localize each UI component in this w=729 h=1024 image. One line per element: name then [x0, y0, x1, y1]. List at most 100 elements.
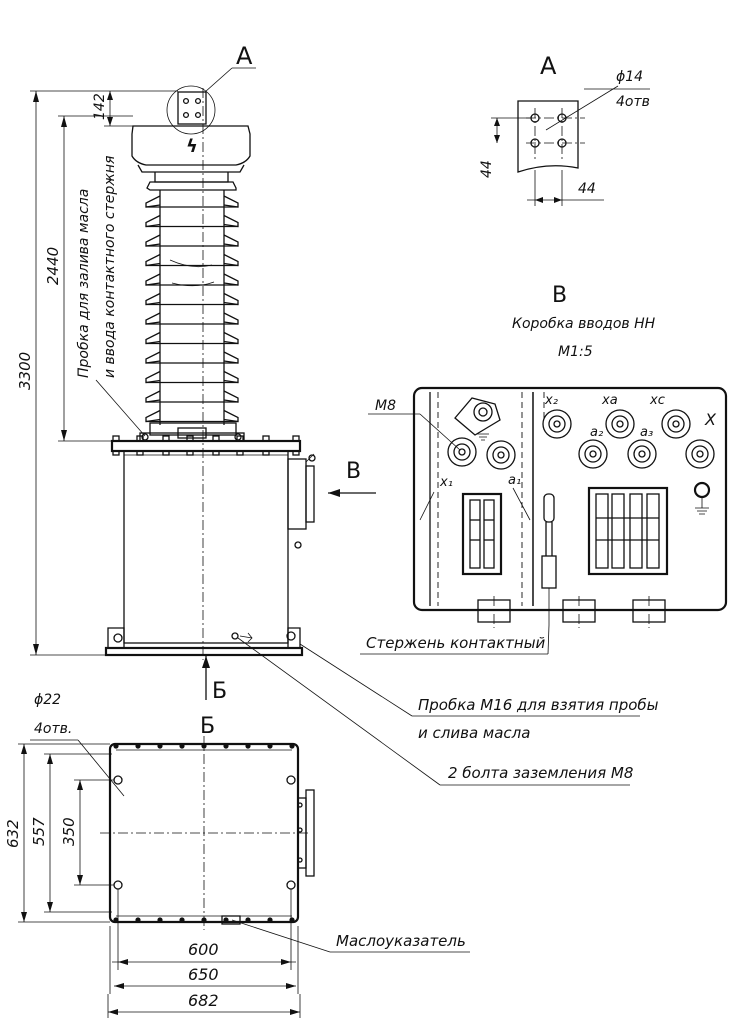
insulator-shed — [145, 370, 239, 384]
dim-682: 682 — [188, 991, 219, 1010]
insulator-shed — [145, 312, 239, 325]
oil-gauge — [221, 915, 241, 925]
insulator-shed — [145, 253, 239, 267]
callout-sample-plug-line2: и слива масла — [418, 724, 530, 742]
view-b-bottom: Б ϕ22 4отв. 632 557 — [4, 692, 315, 1018]
perimeter-bolt — [113, 743, 119, 749]
perimeter-bolt — [245, 743, 251, 749]
lv-box-side — [287, 458, 307, 530]
oil-fill-note-line2: и ввода контактного стержня — [102, 156, 118, 378]
high-voltage-icon: ϟ — [186, 136, 198, 157]
view-a-hole-diameter: ϕ14 — [616, 69, 643, 85]
perimeter-bolt — [289, 743, 295, 749]
label-xc: xс — [649, 393, 665, 408]
perimeter-bolt — [113, 917, 119, 923]
insulator-shed — [145, 195, 239, 208]
perimeter-bolt — [135, 743, 141, 749]
view-a-dim-vertical: 44 — [479, 160, 495, 178]
view-a: A ϕ14 4отв 44 44 — [479, 52, 650, 206]
label-a1: a₁ — [508, 473, 521, 488]
callout-ground-bolts: 2 болта заземления М8 — [448, 764, 633, 782]
dim-3300: 3300 — [16, 352, 34, 390]
view-b-hole-count: 4отв. — [34, 721, 72, 737]
label-a3: a₃ — [640, 425, 653, 440]
perimeter-bolt — [223, 743, 229, 749]
callout-a-label: А — [236, 42, 253, 70]
lv-terminal — [661, 409, 691, 439]
insulator-shed — [145, 292, 239, 306]
callout-oil-gauge: Маслоуказатель — [336, 932, 466, 950]
sample-plug — [231, 632, 239, 640]
perimeter-bolt — [223, 917, 229, 923]
callouts: Стержень контактный Пробка М16 для взяти… — [231, 624, 659, 953]
perimeter-bolt — [157, 917, 163, 923]
flange-bolt — [136, 435, 144, 442]
switch-left — [461, 492, 503, 576]
lv-terminal — [542, 409, 572, 439]
dim-600: 600 — [188, 940, 219, 959]
dim-632: 632 — [4, 819, 22, 848]
perimeter-bolt — [267, 743, 273, 749]
flange-bolt — [236, 435, 244, 442]
main-view: А ϟ — [16, 42, 376, 704]
ground-terminal — [693, 481, 711, 499]
insulator-shed — [145, 390, 239, 403]
flange-bolt — [262, 435, 270, 442]
dim-557: 557 — [30, 817, 48, 846]
view-b-title: Б — [200, 714, 215, 739]
lv-box — [412, 386, 728, 612]
bolt-m8-label: М8 — [375, 398, 396, 414]
view-a-title: A — [540, 52, 557, 80]
top-terminal-block — [177, 91, 207, 125]
insulator-shed — [145, 234, 239, 247]
label-a2: a₂ — [590, 425, 603, 440]
lv-terminal — [578, 439, 608, 469]
perimeter-bolt — [179, 917, 185, 923]
insulator-shed — [145, 273, 239, 286]
tank-flange — [110, 439, 302, 453]
switch-right — [587, 486, 669, 576]
view-b-hole-diameter: ϕ22 — [34, 692, 61, 708]
flange-bolt — [162, 435, 170, 442]
lv-terminal — [605, 409, 635, 439]
tank-base — [104, 646, 304, 657]
arrow-b-label: Б — [212, 679, 227, 704]
terminal-x1 — [447, 437, 477, 467]
perimeter-bolt — [157, 743, 163, 749]
label-x1: x₁ — [439, 475, 453, 490]
callout-sample-plug-line1: Пробка М16 для взятия пробы — [418, 696, 659, 714]
top-cap — [131, 125, 251, 166]
dim-650: 650 — [188, 965, 219, 984]
perimeter-bolt — [245, 917, 251, 923]
perimeter-bolt — [135, 917, 141, 923]
view-v: В Коробка вводов НН М1:5 М8 x₁ a₁ — [368, 283, 728, 628]
label-X: X — [704, 410, 717, 429]
view-v-subtitle: Коробка вводов НН — [512, 316, 656, 332]
flange-bolt — [212, 435, 220, 442]
view-a-hole-count: 4отв — [616, 94, 650, 110]
insulator — [139, 172, 245, 442]
insulator-shed — [145, 351, 239, 364]
view-v-title: В — [552, 283, 567, 308]
insulator-shed — [145, 214, 239, 228]
dim-350: 350 — [60, 817, 78, 846]
perimeter-bolt — [289, 917, 295, 923]
flange-bolt — [292, 435, 300, 442]
flange-bolt — [112, 435, 120, 442]
arrow-v-label: В — [346, 459, 361, 484]
dim-2440: 2440 — [44, 247, 62, 285]
insulator-shed — [145, 331, 239, 345]
perimeter-bolt — [267, 917, 273, 923]
view-a-dim-horizontal: 44 — [578, 181, 596, 197]
label-x2: x₂ — [544, 393, 558, 408]
view-v-scale: М1:5 — [558, 344, 593, 360]
lv-terminal — [627, 439, 657, 469]
dim-142: 142 — [92, 93, 108, 120]
callout-a-circle — [166, 85, 216, 135]
perimeter-bolt — [179, 743, 185, 749]
insulator-shed — [145, 409, 239, 423]
oil-fill-note-line1: Пробка для залива масла — [76, 189, 92, 378]
lv-terminal — [685, 439, 715, 469]
flange-bolt — [186, 435, 194, 442]
